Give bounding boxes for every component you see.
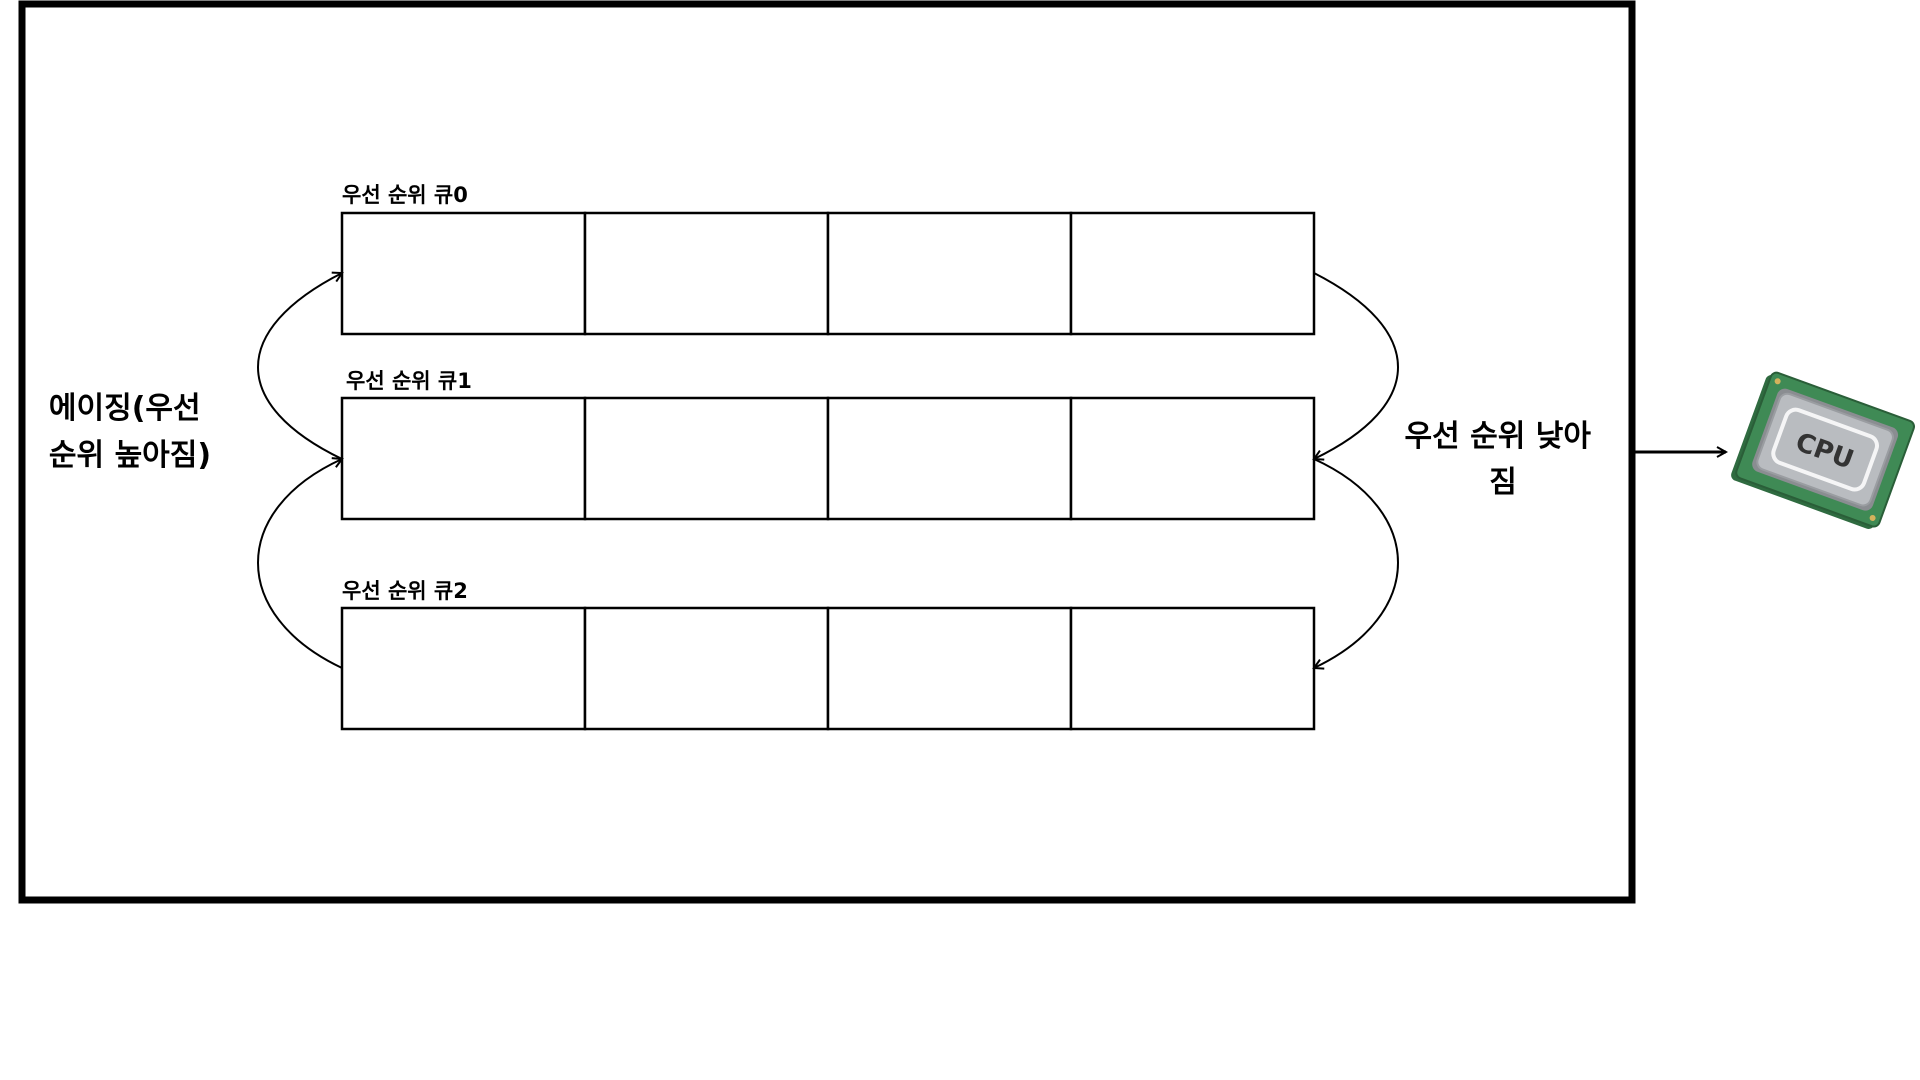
queue-0 (340, 211, 1316, 336)
aging-label: 에이징(우선 순위 높아짐) (49, 391, 211, 473)
aging-label-line1: 에이징(우선 (49, 391, 201, 426)
queue-1-slot-1 (340, 396, 587, 521)
aging-arrow-q2-to-q1 (257, 459, 342, 669)
demote-label-line1: 우선 순위 낮아 (1405, 419, 1592, 454)
demote-arrow-q0-to-q1 (1314, 272, 1399, 459)
queue-1-slot-2 (583, 396, 830, 521)
queue-0-slot-2 (583, 211, 830, 336)
queue-0-slot-4 (1069, 211, 1316, 336)
demote-label: 우선 순위 낮아 짐 (1405, 419, 1602, 500)
demote-arrow-q1-to-q2 (1314, 458, 1399, 668)
queue-0-label: 우선 순위 큐0 (342, 183, 468, 207)
queue-1 (340, 396, 1316, 521)
queue-0-slot-1 (340, 211, 587, 336)
queue-2-slot-1 (340, 606, 587, 731)
queue-1-slot-3 (826, 396, 1073, 521)
queue-1-slot-4 (1069, 396, 1316, 521)
queue-2-slot-4 (1069, 606, 1316, 731)
queue-1-label: 우선 순위 큐1 (346, 369, 472, 393)
cpu-chip-icon: CPU (1731, 371, 1916, 529)
queue-2-slot-2 (583, 606, 830, 731)
queue-2-label: 우선 순위 큐2 (342, 579, 468, 603)
queue-2-slot-3 (826, 606, 1073, 731)
aging-arrow-q1-to-q0 (257, 273, 342, 460)
queue-2 (340, 606, 1316, 731)
queue-0-slot-3 (826, 211, 1073, 336)
demote-label-line2: 짐 (1489, 465, 1517, 500)
aging-label-line2: 순위 높아짐) (49, 438, 211, 473)
